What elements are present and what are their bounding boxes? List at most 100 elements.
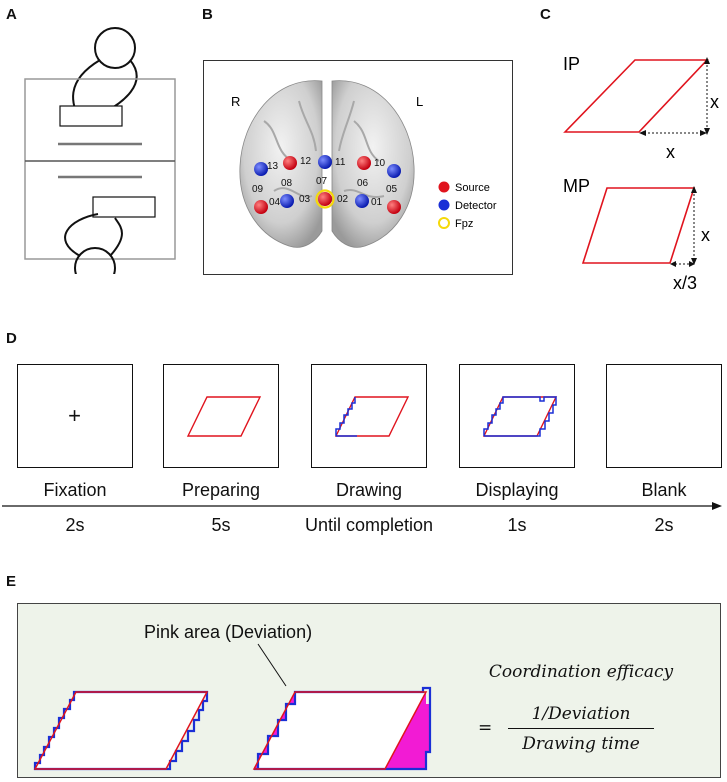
step-duration-drawing: Until completion — [304, 515, 434, 535]
good-example-target — [33, 691, 209, 770]
detector-08 — [280, 194, 294, 208]
deviation-examples — [33, 643, 432, 771]
probe-label-13: 13 — [267, 161, 279, 172]
probe-label-12: 12 — [300, 156, 312, 167]
pink-area-callout — [257, 643, 287, 687]
source-12 — [283, 156, 297, 170]
formula-numerator: 1/Deviation — [531, 704, 631, 724]
step-name-drawing: Drawing — [335, 480, 403, 500]
legend-fpz-label: Fpz — [455, 218, 473, 230]
panel-e-letter: E — [6, 573, 17, 590]
frame-fixation: + — [17, 364, 133, 468]
poor-example-target — [252, 691, 428, 770]
ip-height-arrow-bottom — [704, 128, 710, 135]
pink-area-label: Pink area (Deviation) — [144, 622, 313, 642]
ip-height-arrow-top — [704, 57, 710, 64]
ip-width-arrow-left — [639, 130, 646, 136]
detector-01 — [355, 194, 369, 208]
frame-blank — [606, 364, 722, 468]
ip-parallelogram — [563, 59, 709, 133]
drawing-trace — [335, 397, 356, 436]
formula-equals: = — [478, 718, 493, 738]
mp-offset-arrow-right — [689, 261, 695, 267]
legend-detector-swatch — [438, 199, 450, 211]
brain-gyri — [263, 100, 385, 199]
side-left-label: L — [416, 94, 423, 109]
poor-example-trace — [254, 686, 432, 771]
mp-label: MP — [563, 176, 590, 196]
mp-offset-arrow-left — [670, 261, 676, 267]
panel-e-box: Pink area (Deviation) Coordination effic… — [17, 603, 721, 778]
detector-10b — [387, 164, 401, 178]
drawing-target — [334, 396, 410, 437]
displaying-shape — [482, 396, 558, 437]
step-duration-preparing: 5s — [211, 515, 231, 535]
probe-label-03: 03 — [299, 194, 311, 205]
frame-preparing — [163, 364, 279, 468]
probe-label-01: 01 — [371, 197, 383, 208]
step-duration-blank: 2s — [654, 515, 674, 535]
source-fpz — [318, 192, 332, 206]
step-name-blank: Blank — [641, 480, 687, 500]
step-name-displaying: Displaying — [475, 480, 559, 500]
table-outline — [24, 78, 176, 260]
formula-fraction-bar — [508, 728, 654, 729]
brain-probe-diagram: R L 13 12 11 10 09 08 07 06 05 04 03 02 … — [231, 80, 497, 248]
panel-d-letter: D — [6, 330, 17, 347]
probe-label-04: 04 — [269, 197, 281, 208]
probe-label-09: 09 — [252, 184, 264, 195]
probe-label-06: 06 — [357, 178, 369, 189]
timeline-arrowhead — [712, 502, 722, 510]
fpz-marker — [315, 189, 335, 209]
source-10 — [357, 156, 371, 170]
source-04 — [254, 200, 268, 214]
panel-c-shapes: IP x x MP x x/3 — [563, 54, 719, 293]
poor-example-pink-right — [385, 692, 430, 769]
mp-height-arrow-top — [691, 186, 697, 193]
preparing-parallelogram — [186, 396, 262, 437]
probe-label-11: 11 — [335, 157, 346, 168]
probe-label-08: 08 — [281, 178, 293, 189]
good-example-fill — [35, 692, 207, 769]
participant-head-bottom — [74, 247, 116, 274]
ip-width-label: x — [666, 142, 675, 162]
frame-drawing — [311, 364, 427, 468]
preparing-shape — [186, 396, 262, 437]
timeline-axis — [2, 502, 722, 510]
formula-denominator: Drawing time — [522, 734, 640, 754]
panel-a-letter: A — [6, 6, 17, 23]
mp-offset-label: x/3 — [673, 273, 697, 293]
legend-detector-label: Detector — [455, 200, 497, 212]
probe-label-07: 07 — [316, 176, 328, 187]
ip-height-label: x — [710, 92, 719, 112]
participant-arm-bottom-left — [64, 213, 99, 257]
mp-height-arrow-bottom — [691, 258, 697, 265]
step-duration-fixation: 2s — [65, 515, 85, 535]
panel-b-letter: B — [202, 6, 213, 23]
step-name-preparing: Preparing — [181, 480, 261, 500]
mp-height-label: x — [701, 225, 710, 245]
panel-c-letter: C — [540, 6, 551, 23]
participant-arm-bottom-right — [109, 217, 123, 257]
displaying-target — [482, 396, 558, 437]
probe-label-02: 02 — [337, 194, 349, 205]
tablet-bottom — [92, 196, 156, 218]
ip-width-arrow-right — [700, 130, 707, 136]
step-name-fixation: Fixation — [43, 480, 107, 500]
panel-a-setup-diagram — [24, 27, 176, 274]
ip-label: IP — [563, 54, 580, 74]
formula-name: Coordination efficacy — [488, 662, 674, 682]
detector-13 — [254, 162, 268, 176]
legend-fpz-swatch — [438, 217, 450, 229]
mp-parallelogram — [581, 187, 696, 264]
side-right-label: R — [231, 94, 240, 109]
displaying-trace — [483, 396, 557, 437]
poor-example-fill — [254, 692, 426, 769]
legend-source-label: Source — [455, 182, 490, 194]
frame-displaying — [459, 364, 575, 468]
probe-label-10: 10 — [374, 158, 386, 169]
tablet-top — [59, 105, 123, 127]
drawing-shape — [334, 396, 410, 437]
fixation-cross: + — [68, 403, 81, 428]
legend-source-swatch — [438, 181, 450, 193]
